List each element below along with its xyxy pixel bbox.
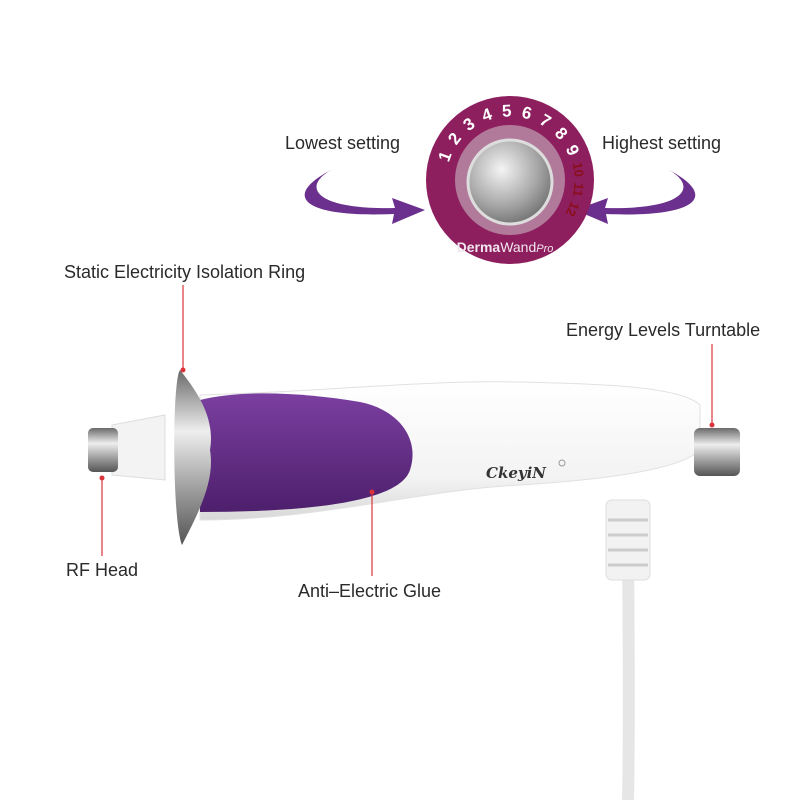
- dial-brand-script: Pro: [536, 243, 553, 255]
- dial-number: 12: [563, 199, 583, 218]
- dial-number: 5: [502, 101, 512, 120]
- purple-grip: [200, 393, 413, 512]
- label-energy-turntable: Energy Levels Turntable: [566, 320, 761, 340]
- label-isolation-ring: Static Electricity Isolation Ring: [64, 262, 306, 282]
- label-highest-setting: Highest setting: [602, 133, 722, 153]
- dial-number: 6: [520, 103, 534, 124]
- dial-brand-bold: Derma: [457, 239, 501, 255]
- label-lowest-setting: Lowest setting: [285, 133, 401, 153]
- rf-head-cap: [111, 414, 166, 481]
- rf-head: [88, 428, 118, 472]
- energy-turntable-knob: [694, 428, 740, 476]
- dial-number: 10: [570, 161, 587, 178]
- dial-number: 11: [570, 182, 587, 198]
- svg-text:DermaWandPro: DermaWandPro: [457, 239, 554, 255]
- cord-strain-relief: [605, 499, 651, 581]
- brand-logo: CkeyiN: [486, 464, 547, 482]
- leader-lines: [101, 285, 713, 576]
- isolation-ring: [174, 370, 211, 545]
- dial-brand-regular: Wand: [500, 239, 536, 255]
- label-anti-electric-glue: Anti–Electric Glue: [298, 581, 442, 601]
- rotate-right-arrow-icon: [575, 168, 696, 224]
- rotate-left-arrow-icon: [304, 168, 425, 224]
- label-rf-head: RF Head: [66, 560, 139, 580]
